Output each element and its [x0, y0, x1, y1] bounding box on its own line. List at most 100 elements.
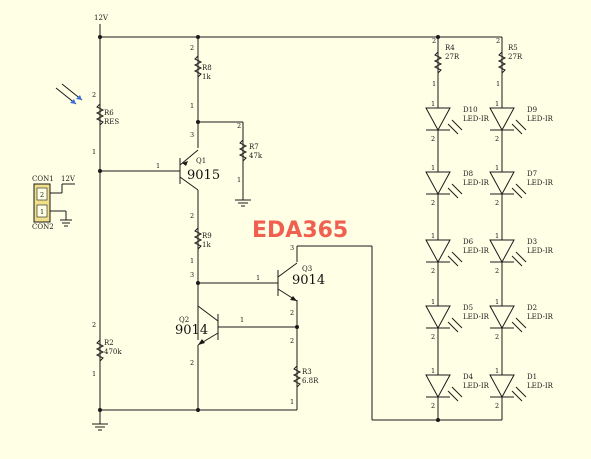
r4-name: R4 [445, 44, 455, 52]
pin-label: 1 [495, 232, 499, 240]
pin-label: 1 [432, 80, 436, 88]
resistor-r6: R6 RES [95, 103, 119, 126]
emission-arrow-icon [515, 119, 527, 131]
transistor-q2: Q2 9014 [175, 305, 219, 346]
con-top-name: CON1 [32, 175, 54, 183]
pin-label: 2 [431, 267, 435, 275]
power-connector: 2 1 CON1 12V CON2 [32, 175, 76, 231]
led-name: D3 [527, 238, 537, 246]
led-value: LED-IR [463, 313, 490, 321]
emission-arrow-icon [451, 183, 463, 195]
resistor-r2: R2 470k [95, 339, 122, 362]
led-name: D1 [527, 373, 537, 381]
emission-arrow-icon [451, 251, 463, 263]
pin-numbers: 2 1 2 1 2 1 3 2 1 3 2 2 1 1 1 1 3 2 2 1 … [92, 37, 500, 406]
emission-arrow-icon [447, 123, 459, 135]
r3-value: 6.8R [302, 377, 319, 385]
pin-label: 1 [496, 80, 500, 88]
pin-label: 1 [495, 100, 499, 108]
r6-name: R6 [104, 109, 114, 117]
pin-label: 2 [431, 199, 435, 207]
led-name: D10 [463, 106, 478, 114]
ground-icon [235, 199, 251, 207]
pin-label: 1 [431, 367, 435, 375]
r6-value: RES [104, 118, 119, 126]
watermark: EDA365 [252, 218, 348, 243]
pin-label: 2 [431, 402, 435, 410]
pin-label: 1 [240, 316, 244, 324]
resistor-r5: R5 27R [497, 44, 523, 74]
led-value: LED-IR [463, 382, 490, 390]
emission-arrow-icon [515, 251, 527, 263]
led-name: D7 [527, 170, 537, 178]
pin-label: 2 [495, 199, 499, 207]
pin-label: 2 [495, 402, 499, 410]
pin-label: 1 [92, 370, 96, 378]
pin-label: 1 [156, 162, 160, 170]
pin-label: 2 [190, 212, 194, 220]
pin-label: 1 [190, 257, 194, 265]
r5-name: R5 [508, 44, 518, 52]
emission-arrow-icon [447, 255, 459, 267]
emission-arrow-icon [451, 119, 463, 131]
emission-arrow-icon [511, 255, 523, 267]
led-name: D5 [463, 304, 473, 312]
resistor-r3: R3 6.8R [292, 365, 319, 388]
r4-value: 27R [445, 53, 460, 61]
led-name: D8 [463, 170, 473, 178]
pin-label: 1 [92, 148, 96, 156]
r7-value: 47k [249, 152, 263, 160]
r3-name: R3 [302, 368, 312, 376]
pin-label: 2 [290, 337, 294, 345]
resistor-r9: R9 1k [193, 227, 212, 250]
r9-value: 1k [202, 241, 211, 249]
led-value: LED-IR [527, 382, 554, 390]
pin-label: 1 [237, 176, 241, 184]
pin-label: 2 [495, 333, 499, 341]
pin-label: 3 [190, 131, 194, 139]
emission-arrow-icon [515, 386, 527, 398]
q2-name: Q2 [179, 316, 189, 324]
pin-label: 1 [495, 298, 499, 306]
transistor-q1: Q1 9015 [179, 149, 220, 191]
r2-value: 470k [104, 348, 122, 356]
pin-label: 3 [290, 244, 294, 252]
led-name: D9 [527, 106, 537, 114]
pin-label: 1 [431, 232, 435, 240]
pin-label: 2 [190, 359, 194, 367]
junctions [98, 35, 440, 422]
r5-value: 27R [508, 53, 523, 61]
pin-label: 2 [432, 37, 436, 45]
resistor-r8: R8 1k [193, 55, 212, 81]
supply-label: 12V [94, 14, 109, 22]
led-value: LED-IR [463, 247, 490, 255]
q3-name: Q3 [302, 265, 312, 273]
ground-icon [92, 423, 108, 431]
pin-label: 2 [495, 135, 499, 143]
emission-arrow-icon [515, 183, 527, 195]
pin-label: 1 [190, 102, 194, 110]
pin-label: 2 [431, 333, 435, 341]
led-value: LED-IR [463, 115, 490, 123]
con-12v-label: 12V [61, 175, 76, 183]
q2-part: 9014 [175, 323, 208, 338]
q1-part: 9015 [187, 168, 220, 183]
led-value: LED-IR [527, 115, 554, 123]
emission-arrow-icon [447, 390, 459, 402]
r8-value: 1k [202, 73, 211, 81]
r7-name: R7 [249, 143, 259, 151]
led-name: D4 [463, 373, 474, 381]
pin-label: 2 [237, 122, 241, 130]
led-value: LED-IR [527, 179, 554, 187]
emission-arrow-icon [515, 317, 527, 329]
emission-arrow-icon [511, 321, 523, 333]
pin-label: 1 [431, 100, 435, 108]
